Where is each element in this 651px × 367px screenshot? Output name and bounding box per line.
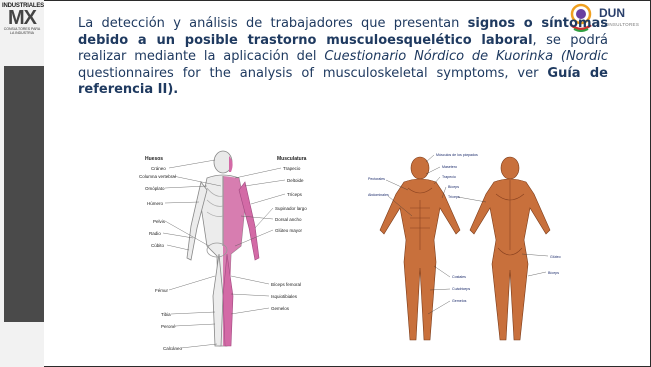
muscle-label: Gemelos: [271, 306, 290, 311]
bone-label: Húmero: [147, 201, 164, 206]
bone-label: Pelvis: [153, 219, 166, 224]
muscle-labels: Trapecio Deltoide Tríceps Supinador larg…: [271, 166, 307, 311]
muscle-leader-lines: [230, 167, 286, 315]
brand-subtitle: CONSULTORES: [602, 22, 640, 27]
paragraph-bold-1: signos o síntomas debido a un posible tr…: [78, 16, 609, 48]
paragraph-text-1: La detección y análisis de trabajadores …: [78, 16, 468, 31]
paragraph-italic-1: Cuestionario Nórdico de Kuorinka (Nordic: [324, 49, 608, 64]
bone-label: Peroné: [161, 324, 176, 329]
bone-label: Omóplato: [145, 186, 165, 191]
figure-left-heading-muscles: Musculatura: [277, 156, 307, 162]
dun-consultores-logo: DUN CONSULTORES: [565, 3, 645, 33]
anatomy-label: Pectorales: [368, 177, 385, 181]
anatomy-leader-lines: [385, 154, 549, 315]
bone-label: Radio: [149, 231, 161, 236]
back-body: [469, 156, 551, 341]
skeleton-muscle-illustration: Huesos Musculatura Cráneo Columna verteb…: [139, 150, 307, 351]
bone-label: Tibia: [161, 312, 171, 317]
bone-label: Calcáneo: [163, 346, 183, 351]
bone-label: Cráneo: [151, 166, 166, 171]
anatomy-label-top: Músculos de los párpados: [436, 153, 478, 157]
anatomy-muscles-illustration: Músculos de los párpados Pectorales Abdo…: [368, 153, 561, 341]
anatomy-label: Abdominales: [368, 193, 389, 197]
muscle-label: Supinador largo: [275, 206, 307, 211]
muscle-label: Dorsal ancho: [275, 217, 302, 222]
muscle-label: Bíceps femoral: [271, 282, 301, 287]
body-silhouette: [186, 150, 260, 347]
bone-labels: Cráneo Columna vertebral Omóplato Húmero…: [139, 166, 183, 351]
bone-label: Cúbito: [151, 243, 165, 248]
muscle-label: Tríceps: [287, 192, 303, 197]
anatomy-label: Bíceps: [448, 185, 459, 189]
anatomy-label: Glúteo: [550, 255, 561, 259]
bone-label: Fémur: [155, 288, 169, 293]
anatomy-label: Costales: [452, 275, 466, 279]
anatomy-label: Cuádriceps: [452, 287, 470, 291]
bone-leader-lines: [162, 159, 222, 349]
body-paragraph: La detección y análisis de trabajadores …: [78, 16, 608, 99]
paragraph-text-2: , se podrá realizar mediante la aplicaci…: [78, 32, 609, 65]
front-body: [379, 156, 461, 341]
logo-line3: CONSULTORES PARA LA INDUSTRIA: [3, 27, 41, 35]
bone-label: Columna vertebral: [139, 174, 176, 179]
anatomy-label: Masetero: [442, 165, 457, 169]
logo-line1: INDUSTRIALES: [2, 3, 44, 9]
dun-brand-icon: [570, 3, 592, 32]
paragraph-text-3: questionnaires for the analysis of muscu…: [78, 65, 548, 81]
logo-line2: MX: [8, 7, 37, 29]
paragraph-bold-2: Guía de referencia II).: [78, 65, 609, 98]
skeleton-muscle-figure: Huesos Musculatura Cráneo Columna verteb…: [135, 146, 325, 356]
industriales-mx-logo: INDUSTRIALES MX CONSULTORES PARA LA INDU…: [2, 3, 44, 37]
muscle-label: Deltoide: [287, 178, 304, 183]
anatomy-label: Gemelos: [452, 299, 467, 303]
muscle-label: Isquiotibiales: [271, 294, 298, 299]
anatomy-label: Bíceps: [548, 271, 559, 275]
muscle-label: Glúteo mayor: [275, 228, 303, 233]
brand-name: DUN: [599, 6, 625, 20]
anatomy-muscles-figure: Músculos de los párpados Pectorales Abdo…: [368, 150, 568, 348]
anatomy-label: Tríceps: [448, 195, 460, 199]
anatomy-label: Trapecio: [442, 175, 456, 179]
figure-left-heading-bones: Huesos: [145, 156, 163, 162]
muscle-label: Trapecio: [283, 166, 301, 171]
sidebar-accent: [4, 66, 44, 322]
